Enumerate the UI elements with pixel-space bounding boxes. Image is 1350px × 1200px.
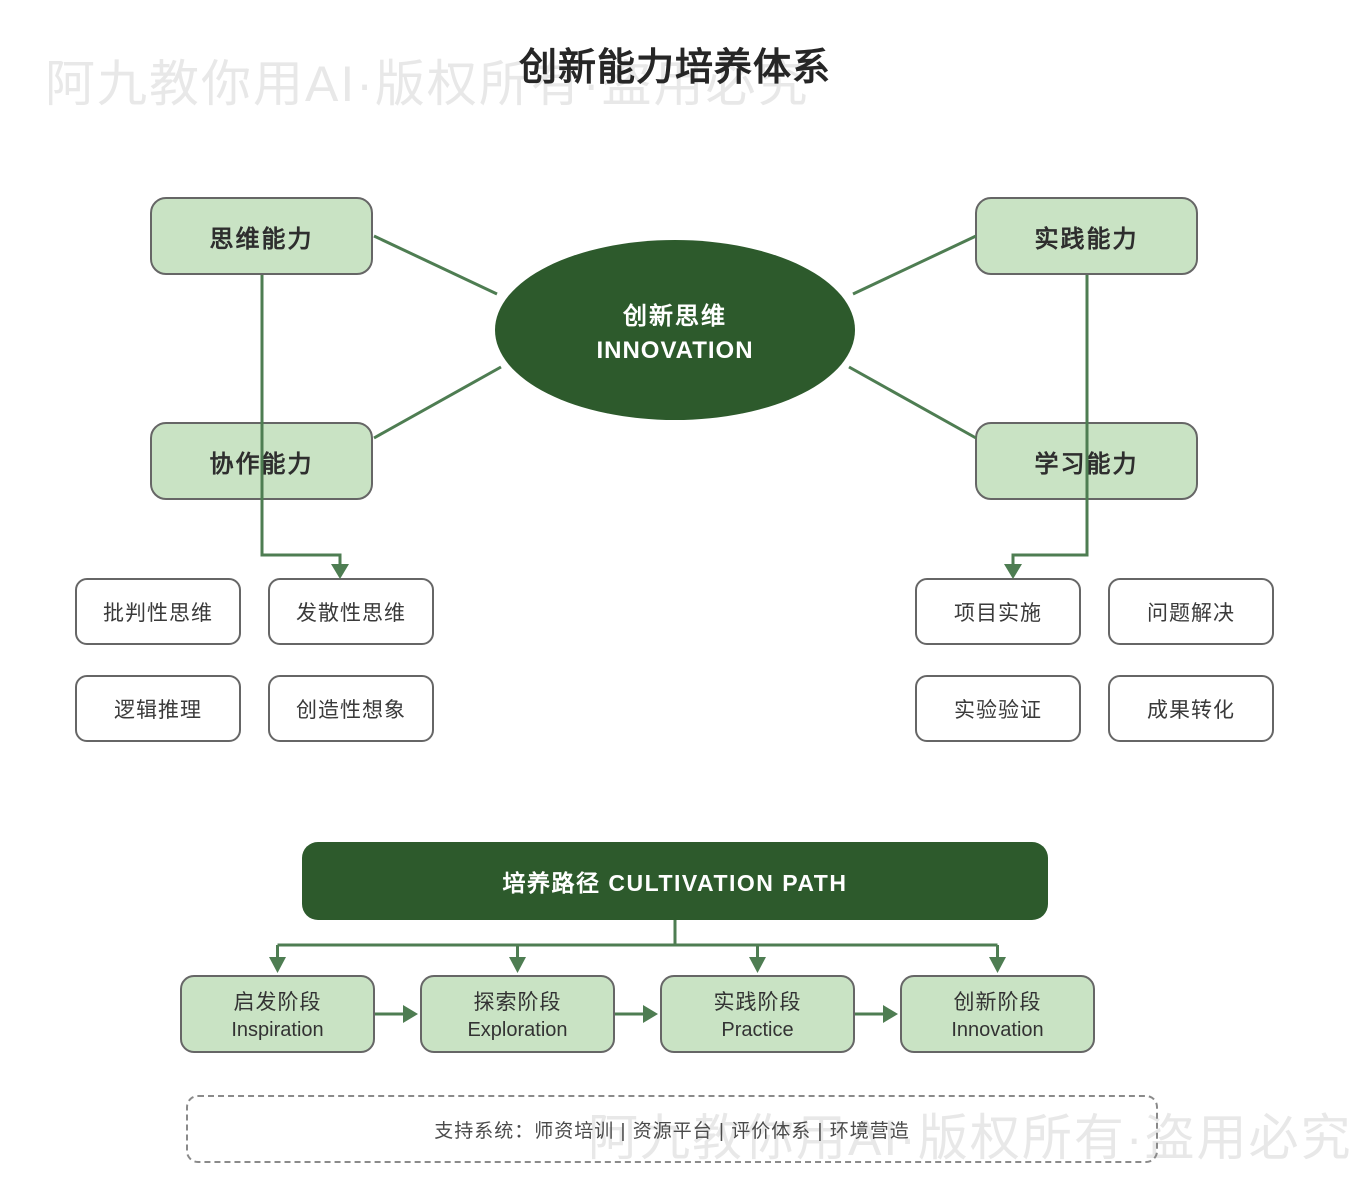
connector-core-to-practice (852, 234, 977, 296)
innovation-core-node: 创新思维 INNOVATION (495, 240, 855, 420)
arrowhead-stage-2 (509, 957, 526, 973)
arrowhead-left-subitems (331, 564, 349, 579)
stage-box-inspiration: 启发阶段 Inspiration (180, 975, 375, 1053)
capability-box-collaboration: 协作能力 (150, 422, 373, 500)
innovation-core-label-en: INNOVATION (596, 336, 754, 364)
innovation-core-label-zh: 创新思维 (623, 302, 727, 330)
stage-label-en: Inspiration (231, 1019, 324, 1041)
sub-item-problem-solving: 问题解决 (1108, 578, 1274, 645)
stage-box-practice: 实践阶段 Practice (660, 975, 855, 1053)
connector-right-column-elbow (1011, 275, 1089, 566)
sub-item-logical-reasoning: 逻辑推理 (75, 675, 241, 742)
sub-item-divergent-thinking: 发散性思维 (268, 578, 434, 645)
stage-box-exploration: 探索阶段 Exploration (420, 975, 615, 1053)
support-system-box: 支持系统：师资培训 | 资源平台 | 评价体系 | 环境营造 (186, 1095, 1158, 1163)
arrowhead-stage3-stage4 (883, 1005, 898, 1023)
cultivation-path-banner: 培养路径 CULTIVATION PATH (302, 842, 1048, 920)
connector-thinking-to-core (373, 234, 498, 296)
watermark-top: 阿九教你用AI·版权所有·盗用必究 (45, 56, 810, 112)
capability-box-practice: 实践能力 (975, 197, 1198, 275)
sub-item-project-implementation: 项目实施 (915, 578, 1081, 645)
stage-label-en: Innovation (951, 1019, 1044, 1041)
page-title: 创新能力培养体系 (518, 47, 831, 89)
sub-item-achievement-transformation: 成果转化 (1108, 675, 1274, 742)
connector-core-to-learning (848, 365, 977, 440)
sub-item-critical-thinking: 批判性思维 (75, 578, 241, 645)
stage-label-en: Practice (721, 1019, 794, 1041)
stage-box-innovation: 创新阶段 Innovation (900, 975, 1095, 1053)
arrowhead-right-subitems (1004, 564, 1022, 579)
arrowhead-stage-4 (989, 957, 1006, 973)
sub-item-experiment-validation: 实验验证 (915, 675, 1081, 742)
arrowhead-stage2-stage3 (643, 1005, 658, 1023)
arrowhead-stage-3 (749, 957, 766, 973)
stage-label-zh: 启发阶段 (233, 991, 322, 1014)
stage-label-zh: 实践阶段 (713, 991, 802, 1014)
watermark-bottom: 阿九教你用AI·版权所有·盗用必究 (588, 1110, 1350, 1166)
sub-item-creative-imagination: 创造性想象 (268, 675, 434, 742)
arrowhead-stage1-stage2 (403, 1005, 418, 1023)
capability-box-learning: 学习能力 (975, 422, 1198, 500)
arrowhead-stage-1 (269, 957, 286, 973)
capability-box-thinking: 思维能力 (150, 197, 373, 275)
stage-label-zh: 探索阶段 (473, 991, 562, 1014)
stage-label-en: Exploration (467, 1019, 568, 1041)
connector-left-column-elbow (260, 275, 342, 566)
connector-collaboration-to-core (373, 365, 502, 440)
stage-label-zh: 创新阶段 (953, 991, 1042, 1014)
